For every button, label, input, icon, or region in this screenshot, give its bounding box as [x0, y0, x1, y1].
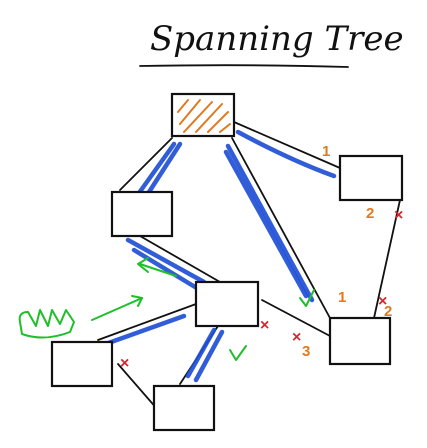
check-mark-root-bottomright: [299, 289, 315, 307]
link-root-bottomright: [231, 137, 331, 319]
root-hatch-fill: [177, 99, 231, 133]
link-right-bottomright: [373, 199, 401, 319]
tree-edge-root-left-2: [131, 141, 177, 203]
switch-middle: [194, 280, 260, 328]
tree-edge-middle-bottomleft: [97, 313, 187, 349]
port-label-bottomright-side: 2: [384, 303, 392, 320]
arrow-toward-left-head: [137, 257, 149, 273]
switches: [50, 92, 404, 432]
check-mark-middle-bottom: [229, 345, 247, 361]
tree-edge-middle-bottom-2: [185, 327, 217, 379]
arrow-toward-left-shaft: [139, 263, 177, 277]
tree-edge-root-bottomright-2: [223, 149, 309, 299]
link-bottomleft-bottom: [117, 363, 159, 411]
tree-edge-left-middle: [125, 237, 207, 285]
direction-arrows: [18, 257, 315, 361]
spanning-tree-highlight: [97, 129, 337, 383]
blocked-mark-bottomleft: ×: [120, 355, 129, 372]
switch-bottom-right: [328, 316, 392, 366]
port-label-right-lower: 2: [366, 205, 374, 222]
data-frame-scribble: [18, 309, 75, 339]
switch-bottom-left: [50, 340, 114, 388]
title-underline: [139, 64, 349, 68]
link-middle-bottomright: [261, 299, 331, 337]
tree-edge-left-middle-2: [131, 247, 203, 293]
blocked-mark-middle-right: ×: [260, 317, 269, 334]
blocked-mark-right: ×: [394, 207, 403, 224]
port-label-root-right: 1: [322, 143, 330, 160]
switch-left: [110, 190, 174, 238]
blocked-mark-bottomright: ×: [378, 293, 387, 310]
switch-bottom: [152, 384, 216, 432]
blocked-mark-middle-right-2: ×: [292, 329, 301, 346]
tree-edge-root-bottomright: [225, 143, 315, 303]
link-left-middle: [139, 235, 221, 283]
arrow-toward-middle-shaft: [91, 297, 143, 321]
arrow-toward-middle-head: [131, 295, 143, 307]
link-root-right: [233, 121, 341, 169]
port-label-middle-right-link: 3: [302, 343, 310, 360]
page-title: Spanning Tree: [150, 19, 404, 59]
link-root-left: [119, 137, 173, 191]
tree-edge-root-right: [235, 129, 337, 179]
link-middle-bottomleft: [97, 303, 197, 341]
switch-right: [338, 154, 404, 202]
port-label-bottomright-upper: 1: [338, 289, 346, 306]
tree-edge-middle-bottom: [193, 329, 225, 383]
